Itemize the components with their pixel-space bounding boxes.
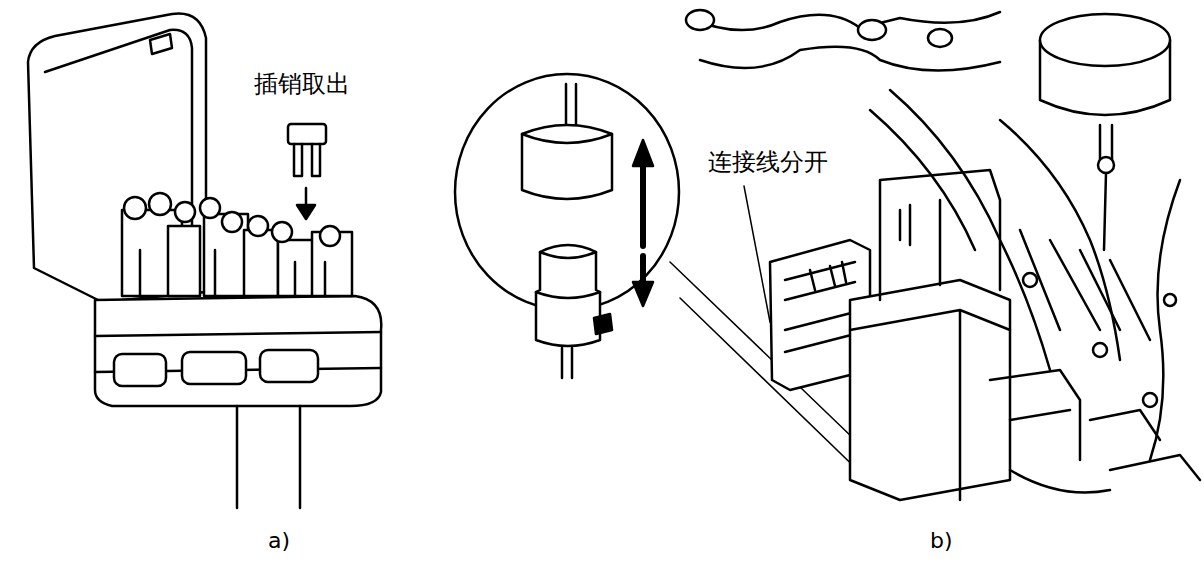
box-clip [182,352,246,384]
box-clip [114,354,166,386]
hose-clamp [686,10,714,30]
reservoir [1040,14,1170,66]
bracket [1090,410,1200,480]
connector-upper [522,134,612,143]
box-lid [150,34,172,54]
fuse-top [248,216,268,236]
hose [690,12,1000,30]
fuse-top [320,226,340,246]
part-note: 连接线分开 [708,148,828,177]
hose-clamp [858,20,886,40]
relay [140,250,325,296]
component-box [850,280,1010,500]
connector-lower [536,252,600,298]
lead-wire [1020,230,1150,340]
plug-pin [294,144,320,176]
direction-arrow [633,140,653,166]
relay [244,230,278,296]
bolt [1093,343,1107,357]
connector-lower [536,245,600,346]
connector-latch [594,314,612,334]
fuse-top [175,202,195,222]
bolt [1143,393,1157,407]
lead-wire [1150,180,1180,460]
connector-block [785,262,855,352]
box-body [95,296,381,406]
label-leader [744,186,770,322]
fuse-top [200,198,220,218]
part-note: 插销取出 [254,70,350,99]
wire [566,84,576,126]
box-lid [28,14,206,303]
bolt [1023,273,1037,287]
connector-upper [522,125,612,199]
direction-arrow [297,205,315,219]
fuse-top [149,193,171,215]
box-clip [260,350,318,382]
bolt [1164,294,1176,306]
lead-wire [1000,120,1120,360]
component-box [900,205,910,245]
fuse-top [222,212,242,232]
connector-block [810,262,846,290]
fuse-top [124,197,146,219]
detail-inset [455,74,905,488]
engine-bay [686,10,1200,500]
bracket [1010,470,1110,493]
hose-clamp [928,29,952,47]
direction-arrow [640,162,646,246]
fuse-top [272,222,292,242]
reservoir [1098,157,1114,173]
bracket [990,370,1080,460]
direction-arrow [305,188,308,206]
relay [168,226,200,296]
component-box [850,310,1010,500]
hose [700,47,1000,71]
box-body [95,332,381,336]
fuse-box [28,14,381,509]
plug-pin [288,124,326,144]
component-box [880,170,1000,300]
reservoir [1100,125,1112,160]
reservoir [1104,173,1106,250]
wire [562,348,572,378]
wire [237,406,300,508]
figure-label: a) [268,528,290,554]
direction-arrow [633,282,653,306]
figure-label: b) [930,528,953,554]
